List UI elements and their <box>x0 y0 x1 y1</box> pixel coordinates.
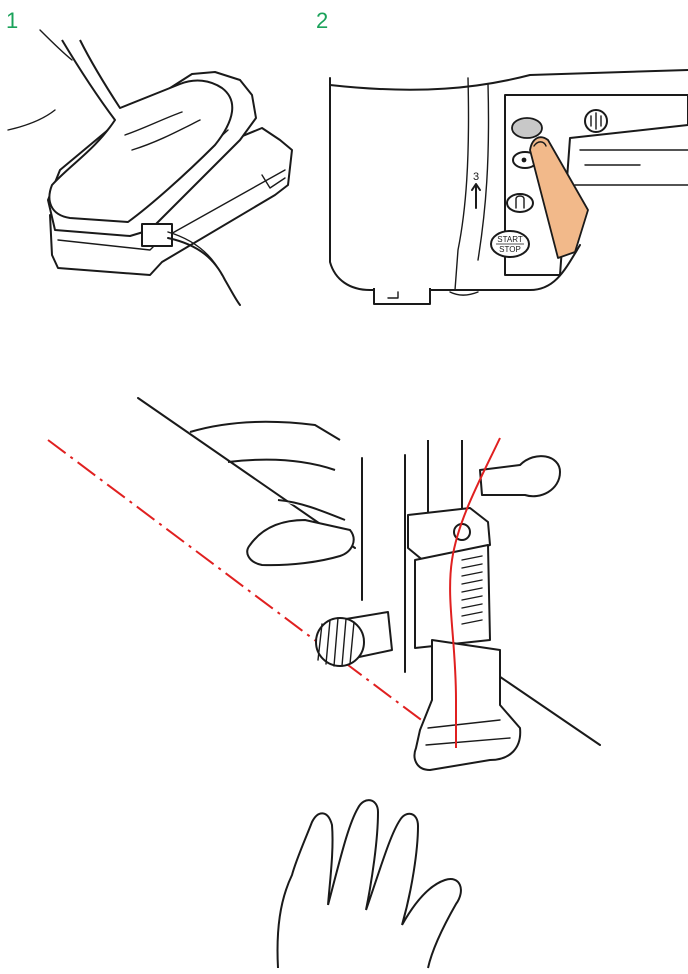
machine-panel-illustration: START STOP 3 <box>330 70 688 304</box>
foot-controller-illustration <box>8 30 292 305</box>
seam-guide-line <box>48 440 432 728</box>
cord-connector <box>142 224 172 246</box>
needle-bar <box>428 440 462 520</box>
start-stop-label-bottom: STOP <box>499 245 521 254</box>
thread-guide-arrow-icon <box>472 184 480 208</box>
foot-lever <box>480 456 560 496</box>
right-hand <box>278 800 461 968</box>
presser-foot <box>374 288 430 304</box>
left-hand <box>190 422 354 565</box>
thread-guide-number: 3 <box>473 171 479 183</box>
thumb-screw <box>316 618 364 666</box>
needle-position-button[interactable] <box>512 118 542 138</box>
reverse-stitch-icon <box>522 158 527 163</box>
sewing-illustration <box>48 398 600 968</box>
quilting-foot <box>415 640 521 770</box>
start-stop-label-top: START <box>497 235 523 244</box>
